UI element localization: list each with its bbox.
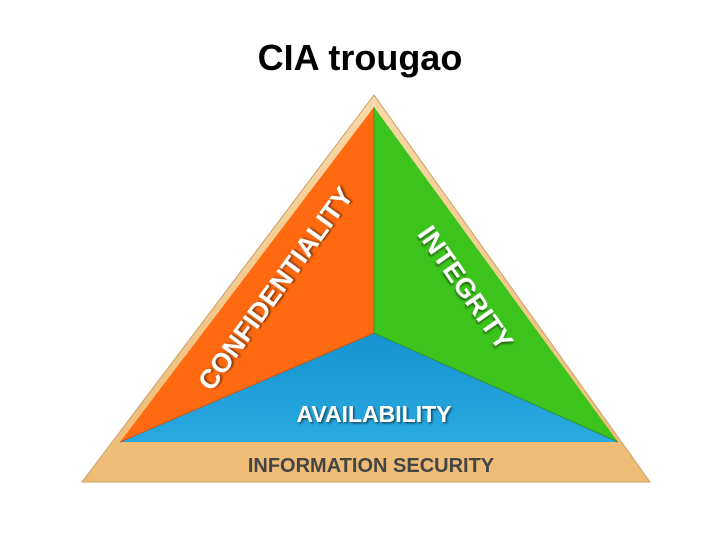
- information-security-label: INFORMATION SECURITY: [248, 455, 495, 477]
- integrity-segment: [374, 107, 618, 442]
- confidentiality-segment: [120, 107, 374, 442]
- divider-line: [119, 332, 375, 443]
- divider-line: [373, 332, 619, 443]
- availability-label: AVAILABILITY: [296, 401, 451, 427]
- slide-title: CIA trougao: [257, 37, 463, 78]
- availability-segment: [120, 333, 618, 442]
